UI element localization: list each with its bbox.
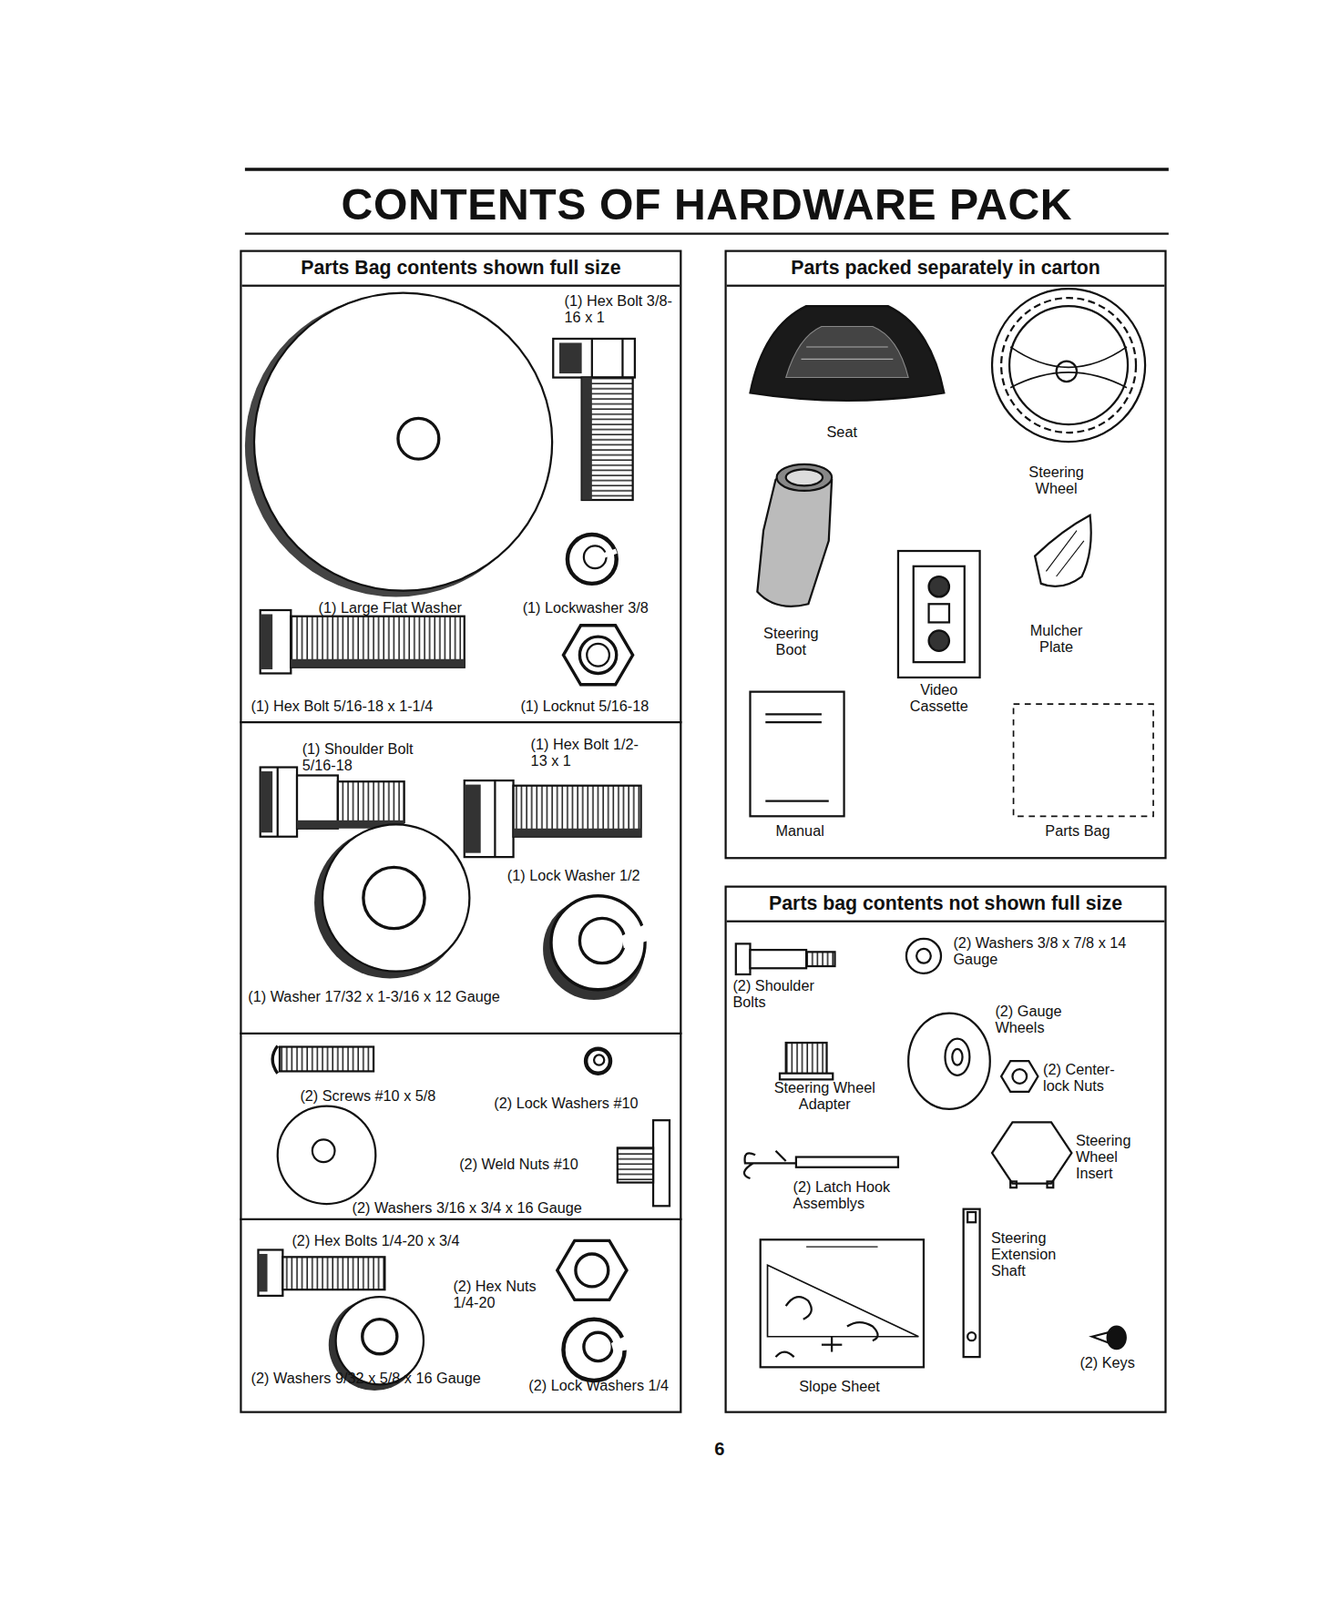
- page-title: CONTENTS OF HARDWARE PACK: [245, 179, 1169, 230]
- part-label: (2) Center- lock Nuts: [1043, 1061, 1136, 1095]
- part-label: (1) Shoulder Bolt 5/16-18: [302, 740, 430, 774]
- part-label: Steering Wheel Insert: [1075, 1133, 1158, 1184]
- part-label: (2) Hex Bolts 1/4-20 x 3/4: [291, 1232, 460, 1249]
- part-label: (2) Washers 3/16 x 3/4 x 16 Gauge: [352, 1200, 583, 1218]
- part-label: (1) Lock Washer 1/2: [507, 867, 641, 884]
- part-label: (1) Hex Bolt 3/8-16 x 1: [564, 293, 683, 327]
- part-label: Seat: [827, 423, 858, 440]
- carton-panel: Parts packed separately in carton: [724, 249, 1167, 860]
- panel-heading: Parts packed separately in carton: [726, 252, 1166, 287]
- part-label: Video Cassette: [892, 681, 985, 715]
- page-number: 6: [714, 1439, 725, 1461]
- part-label: Manual: [776, 822, 825, 839]
- part-label: (2) Latch Hook Assemblys: [793, 1178, 916, 1212]
- part-label: (2) Washers 3/8 x 7/8 x 14 Gauge: [952, 934, 1126, 968]
- part-label: Slope Sheet: [798, 1379, 880, 1396]
- part-label: (2) Lock Washers 1/4: [528, 1378, 669, 1395]
- part-label: (2) Gauge Wheels: [994, 1002, 1077, 1036]
- panel-heading: Parts bag contents not shown full size: [726, 888, 1166, 923]
- part-label: (2) Keys: [1079, 1355, 1136, 1372]
- part-label: (1) Hex Bolt 5/16-18 x 1-1/4: [251, 697, 434, 715]
- part-label: Steering Wheel Adapter: [757, 1079, 891, 1113]
- part-label: Parts Bag: [1044, 822, 1110, 839]
- part-label: (1) Washer 17/32 x 1-3/16 x 12 Gauge: [247, 989, 513, 1006]
- part-label: (1) Locknut 5/16-18: [520, 697, 649, 715]
- part-label: (2) Weld Nuts #10: [459, 1155, 579, 1173]
- part-label: (1) Hex Bolt 1/2-13 x 1: [531, 736, 644, 770]
- part-label: (2) Washers 9/32 x 5/8 x 16 Gauge: [251, 1370, 487, 1388]
- part-label: (2) Hex Nuts 1/4-20: [452, 1278, 555, 1312]
- part-label: Steering Boot: [755, 625, 827, 659]
- part-label: Steering Extension Shaft: [991, 1229, 1078, 1280]
- part-label: (2) Shoulder Bolts: [732, 977, 845, 1011]
- part-label: Mulcher Plate: [1015, 622, 1098, 655]
- panel-heading: Parts Bag contents shown full size: [242, 252, 681, 287]
- part-label: (2) Lock Washers #10: [493, 1094, 638, 1112]
- part-label: (2) Screws #10 x 5/8: [299, 1087, 436, 1105]
- part-label: (1) Large Flat Washer: [318, 600, 462, 617]
- part-label: (1) Lockwasher 3/8: [522, 600, 649, 617]
- part-label: Steering Wheel: [1015, 464, 1098, 498]
